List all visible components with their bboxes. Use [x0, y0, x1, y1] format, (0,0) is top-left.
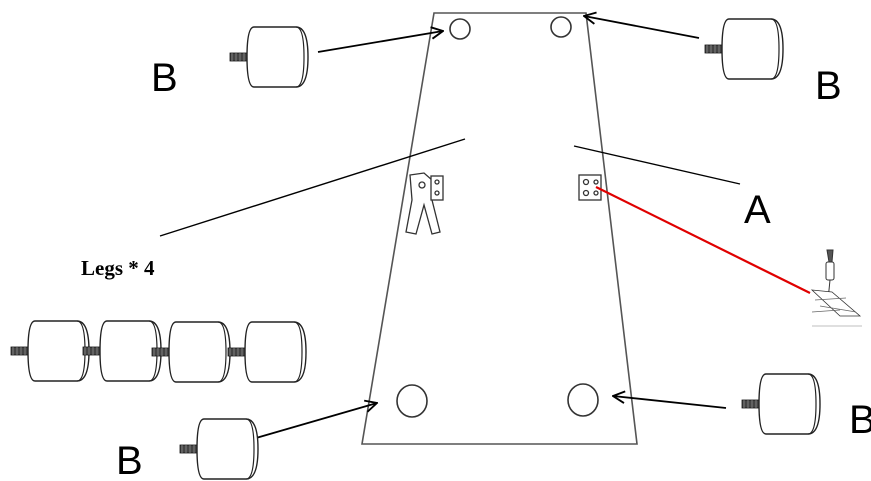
label-legs: Legs * 4: [81, 256, 155, 280]
hole-top-left: [449, 18, 471, 40]
leg-4: [227, 321, 307, 383]
screw-red-line: [595, 186, 811, 294]
label-b-top-left: B: [151, 56, 178, 100]
arrow-top-right: [584, 16, 700, 39]
label-b-top-right: B: [815, 64, 842, 108]
leader-line-a: [573, 145, 741, 185]
hole-bottom-right: [567, 383, 599, 417]
foot-b-top-left: [229, 26, 309, 88]
foot-b-bottom-right: [741, 373, 821, 435]
label-b-bottom-left: B: [116, 439, 143, 481]
arrow-bottom-left: [255, 403, 377, 439]
leg-3: [151, 321, 231, 383]
seat-board: [361, 12, 638, 445]
leg-1: [10, 320, 90, 382]
leader-line-legs: [159, 138, 466, 237]
arrow-top-left: [317, 31, 443, 53]
screwdriver-icon: [810, 249, 862, 327]
label-a: A: [744, 188, 771, 232]
hole-bottom-left: [396, 384, 428, 418]
hole-top-right: [550, 16, 572, 38]
foot-b-top-right: [704, 18, 784, 80]
hinge-bracket: [405, 172, 444, 235]
foot-b-bottom-left: [179, 418, 259, 480]
mount-plate: [578, 174, 602, 201]
leg-2: [82, 320, 162, 382]
label-b-bottom-right: B: [849, 398, 871, 442]
arrow-bottom-right: [613, 396, 727, 409]
